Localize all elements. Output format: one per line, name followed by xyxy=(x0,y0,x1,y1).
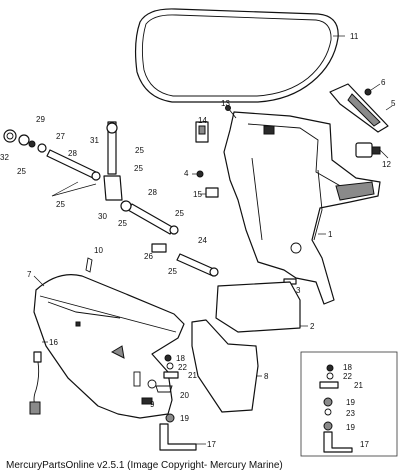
bracket-17-inset-part[interactable] xyxy=(323,431,353,453)
callout-27[interactable]: 27 xyxy=(56,132,65,141)
seal-8-part[interactable] xyxy=(191,319,259,413)
callout-12[interactable]: 12 xyxy=(382,160,391,169)
callout-24[interactable]: 24 xyxy=(198,236,207,245)
washer-22-part[interactable] xyxy=(166,362,174,370)
top-cowl-seal-part[interactable] xyxy=(134,8,339,103)
callout-22[interactable]: 22 xyxy=(178,363,187,372)
callout-25-b[interactable]: 25 xyxy=(135,146,144,155)
callout-20[interactable]: 20 xyxy=(180,391,189,400)
callout-15[interactable]: 15 xyxy=(193,190,202,199)
washer-22-inset-part[interactable] xyxy=(326,372,334,380)
stud-10-part[interactable] xyxy=(85,257,93,273)
callout-2[interactable]: 2 xyxy=(310,322,315,331)
callout-3[interactable]: 3 xyxy=(296,286,301,295)
callout-4[interactable]: 4 xyxy=(184,169,189,178)
callout-25-f[interactable]: 25 xyxy=(175,209,184,218)
callout-22-inset[interactable]: 22 xyxy=(343,372,352,381)
callout-10[interactable]: 10 xyxy=(94,246,103,255)
screw-18-part[interactable] xyxy=(164,354,172,362)
callout-32[interactable]: 32 xyxy=(0,153,9,162)
callout-16[interactable]: 16 xyxy=(49,338,58,347)
linkage-rods-part[interactable] xyxy=(3,121,219,277)
grommet-19b-inset-part[interactable] xyxy=(323,421,333,431)
latch-handle-part[interactable] xyxy=(329,83,389,133)
callout-18[interactable]: 18 xyxy=(176,354,185,363)
callout-9[interactable]: 9 xyxy=(150,400,155,409)
screw-4-part[interactable] xyxy=(196,170,204,178)
callout-26[interactable]: 26 xyxy=(144,252,153,261)
callout-29[interactable]: 29 xyxy=(36,115,45,124)
bracket-14-part[interactable] xyxy=(195,121,209,143)
wire-harness-part[interactable] xyxy=(29,351,42,415)
callout-8[interactable]: 8 xyxy=(264,372,269,381)
callout-25-e[interactable]: 25 xyxy=(118,219,127,228)
grommet-9-part[interactable] xyxy=(147,379,157,389)
callout-28-b[interactable]: 28 xyxy=(148,188,157,197)
callout-19[interactable]: 19 xyxy=(180,414,189,423)
grommet-19-part[interactable] xyxy=(165,413,175,423)
bracket-21-inset-part[interactable] xyxy=(319,381,339,389)
callout-17[interactable]: 17 xyxy=(207,440,216,449)
screw-18-inset-part[interactable] xyxy=(326,364,334,372)
callout-1[interactable]: 1 xyxy=(328,230,333,239)
callout-17-inset[interactable]: 17 xyxy=(360,440,369,449)
callout-30[interactable]: 30 xyxy=(98,212,107,221)
callout-31[interactable]: 31 xyxy=(90,136,99,145)
bracket-21-part[interactable] xyxy=(163,371,179,379)
image-copyright-footer: MercuryPartsOnline v2.5.1 (Image Copyrig… xyxy=(6,460,283,471)
latch-part[interactable] xyxy=(355,142,381,158)
callout-5[interactable]: 5 xyxy=(391,99,396,108)
side-cowl-part[interactable] xyxy=(33,274,185,419)
seal-2-part[interactable] xyxy=(215,281,301,333)
callout-7[interactable]: 7 xyxy=(27,270,32,279)
callout-18-inset[interactable]: 18 xyxy=(343,363,352,372)
callout-19-inset-a[interactable]: 19 xyxy=(346,398,355,407)
callout-23-inset[interactable]: 23 xyxy=(346,409,355,418)
callout-21-inset[interactable]: 21 xyxy=(354,381,363,390)
callout-21[interactable]: 21 xyxy=(188,371,197,380)
callout-6[interactable]: 6 xyxy=(381,78,386,87)
callout-13[interactable]: 13 xyxy=(221,99,230,108)
callout-25-g[interactable]: 25 xyxy=(168,267,177,276)
screw-13-part[interactable] xyxy=(225,105,237,119)
screw-6-part[interactable] xyxy=(364,88,372,96)
callout-19-inset-b[interactable]: 19 xyxy=(346,423,355,432)
bottom-cowl-part[interactable] xyxy=(223,111,381,305)
callout-28-a[interactable]: 28 xyxy=(68,149,77,158)
bracket-20-part[interactable] xyxy=(155,385,173,393)
callout-14[interactable]: 14 xyxy=(198,116,207,125)
callout-25-d[interactable]: 25 xyxy=(56,200,65,209)
washer-23-inset-part[interactable] xyxy=(324,408,332,416)
clip-15-part[interactable] xyxy=(205,187,219,198)
callout-25-c[interactable]: 25 xyxy=(134,164,143,173)
detail-inset xyxy=(300,351,398,457)
callout-11[interactable]: 11 xyxy=(350,32,359,41)
bracket-17-part[interactable] xyxy=(159,423,197,451)
grommet-19-inset-part[interactable] xyxy=(323,397,333,407)
callout-25-a[interactable]: 25 xyxy=(17,167,26,176)
